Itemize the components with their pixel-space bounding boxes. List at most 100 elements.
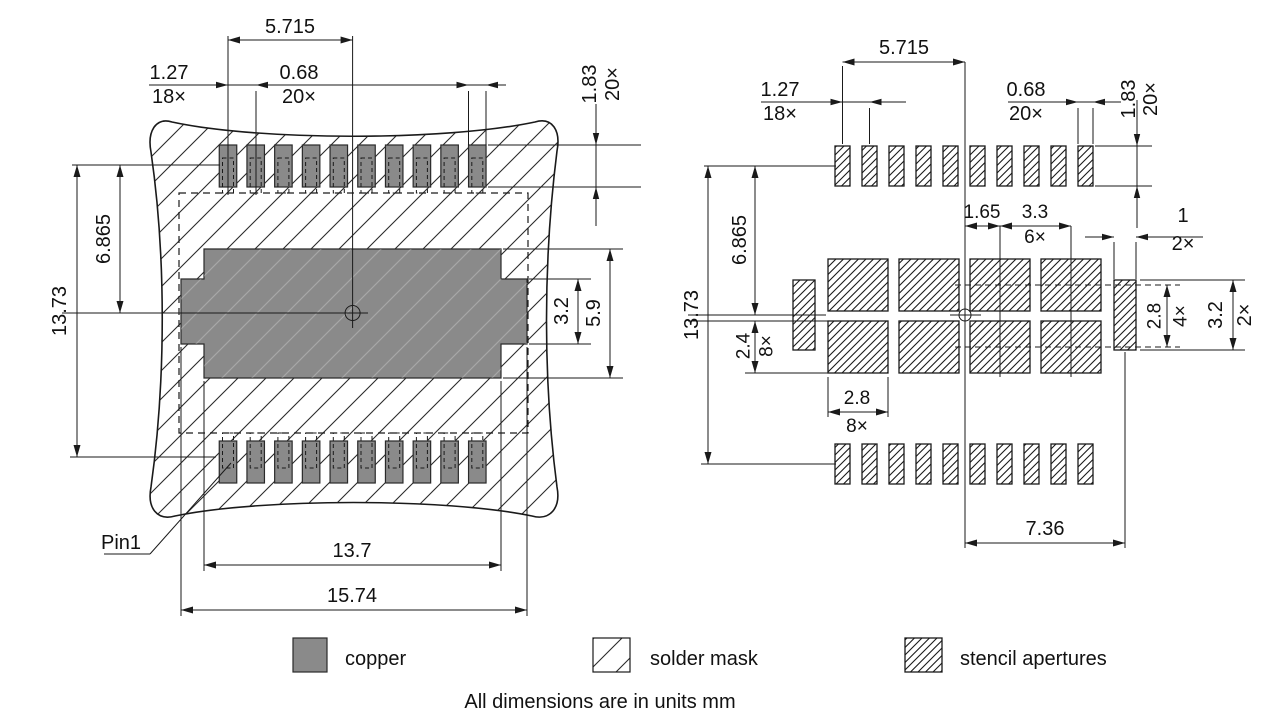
dim-aperture-offset: 1.65 (964, 202, 1001, 223)
dim-aperture-width: 2.8 (844, 388, 870, 409)
left-view-pad-rows (218, 144, 487, 484)
dim-row-center-spacing: 2.8 (1145, 303, 1166, 329)
right-view-thermal-apertures (827, 258, 1102, 374)
lead-outline-top (388, 157, 401, 194)
arrowhead (592, 187, 600, 199)
dim-side-width-count: 2× (1172, 233, 1195, 255)
arrowhead (1093, 98, 1105, 106)
stencil-pad-aperture-bottom (969, 443, 986, 485)
origin-crosshair (958, 308, 972, 322)
arrowhead (456, 81, 469, 89)
dim-pad-height: 1.83 (579, 65, 601, 104)
dim-aperture-width-count: 8× (846, 416, 868, 437)
pin1-leader (149, 462, 232, 555)
dim-aperture-height: 2.4 (734, 332, 755, 359)
stencil-pad-aperture-top (1050, 145, 1067, 187)
stencil-thermal-aperture (1040, 320, 1102, 374)
copper-pad-bottom (384, 440, 404, 484)
stencil-pad-aperture-top (861, 145, 878, 187)
arrowhead (216, 81, 228, 89)
arrowhead (1102, 233, 1114, 241)
dim-side-height-count: 2× (1234, 304, 1256, 327)
dim-exposed-height: 5.9 (583, 299, 605, 327)
stencil-pad-aperture-bottom (915, 443, 932, 485)
stencil-pad-aperture-bottom (861, 443, 878, 485)
legend: copper solder mask stencil apertures All… (292, 637, 1107, 713)
stencil-thermal-aperture (898, 258, 960, 312)
stencil-pad-aperture-bottom (1050, 443, 1067, 485)
dim-pad-height-count: 20× (1140, 82, 1162, 116)
stencil-pad-aperture-top (834, 145, 851, 187)
dim-pad-pitch: 1.27 (150, 62, 189, 84)
dim-pad-pitch-count: 18× (152, 86, 186, 108)
arrowhead (592, 133, 600, 145)
copper-pad-top (301, 144, 321, 188)
dim-copper-width: 15.74 (327, 585, 377, 607)
dim-pad-height-count: 20× (602, 67, 624, 101)
stencil-pad-aperture-bottom (996, 443, 1013, 485)
copper-pad-bottom (246, 440, 266, 484)
lead-outline-bottom (305, 432, 318, 469)
stencil-pad-aperture-bottom (888, 443, 905, 485)
dim-pad-width: 0.68 (280, 62, 319, 84)
arrowhead (1133, 134, 1141, 146)
dim-center-to-pin1: 5.715 (879, 37, 929, 59)
stencil-pad-aperture-bottom (1077, 443, 1094, 485)
stencil-thermal-aperture (969, 320, 1031, 374)
copper-pad-top (440, 144, 459, 188)
stencil-thermal-aperture (1040, 258, 1102, 312)
copper-pad-bottom (329, 440, 349, 484)
copper-pad-top (357, 144, 376, 188)
dim-row-to-row: 13.73 (49, 286, 71, 336)
dim-row-to-center: 6.865 (729, 215, 751, 265)
stencil-pad-aperture-top (1023, 145, 1040, 187)
stencil-pad-aperture-top (915, 145, 932, 187)
dim-row-to-row: 13.73 (681, 290, 703, 340)
dim-aperture-pitch: 3.3 (1022, 202, 1048, 223)
copper-pad-bottom (440, 440, 459, 484)
arrowhead (1066, 98, 1078, 106)
stencil-pad-aperture-top (996, 145, 1013, 187)
right-view-stencil: 5.715 1.27 18× 0.68 20× 1.83 20× 6.865 1… (681, 37, 1256, 548)
copper-pad-bottom (301, 440, 321, 484)
dim-center-to-side: 7.36 (1026, 518, 1065, 540)
dim-pad-width-count: 20× (1009, 103, 1043, 125)
dim-pad-width-count: 20× (282, 86, 316, 108)
dim-center-to-pin1: 5.715 (265, 16, 315, 38)
legend-copper-label: copper (345, 648, 406, 670)
copper-pad-top (274, 144, 293, 188)
stencil-thermal-aperture (898, 320, 960, 374)
stencil-pad-aperture-bottom (942, 443, 959, 485)
lead-outline-top (332, 157, 345, 194)
legend-solder-mask-label: solder mask (650, 648, 759, 670)
legend-stencil-label: stencil apertures (960, 648, 1107, 670)
stencil-pad-aperture-top (1077, 145, 1094, 187)
lead-outline-top (277, 157, 290, 194)
arrowhead (830, 98, 843, 106)
stencil-pad-aperture-bottom (834, 443, 851, 485)
lead-outline-bottom (471, 432, 484, 469)
arrowhead (869, 98, 882, 106)
copper-pad-bottom (274, 440, 293, 484)
stencil-pad-aperture-top (942, 145, 959, 187)
lead-outline-top (360, 157, 373, 194)
lead-outline-top (443, 157, 456, 194)
stencil-pad-aperture-top (888, 145, 905, 187)
side-aperture-right (1113, 279, 1137, 351)
dim-pad-height: 1.83 (1118, 80, 1140, 119)
lead-outline-bottom (388, 432, 401, 469)
arrowhead (1133, 186, 1141, 198)
dim-side-width: 1 (1177, 205, 1188, 227)
legend-stencil-swatch (904, 637, 943, 673)
copper-pad-bottom (218, 440, 238, 484)
units-note: All dimensions are in units mm (464, 691, 735, 713)
dim-pad-pitch-count: 18× (763, 103, 797, 125)
stencil-thermal-aperture (827, 320, 889, 374)
stencil-pad-aperture-top (969, 145, 986, 187)
legend-solder-mask-swatch (592, 637, 631, 673)
lead-outline-top (471, 157, 484, 194)
lead-outline-bottom (277, 432, 290, 469)
copper-pad-bottom (357, 440, 376, 484)
arrowhead (1136, 233, 1148, 241)
